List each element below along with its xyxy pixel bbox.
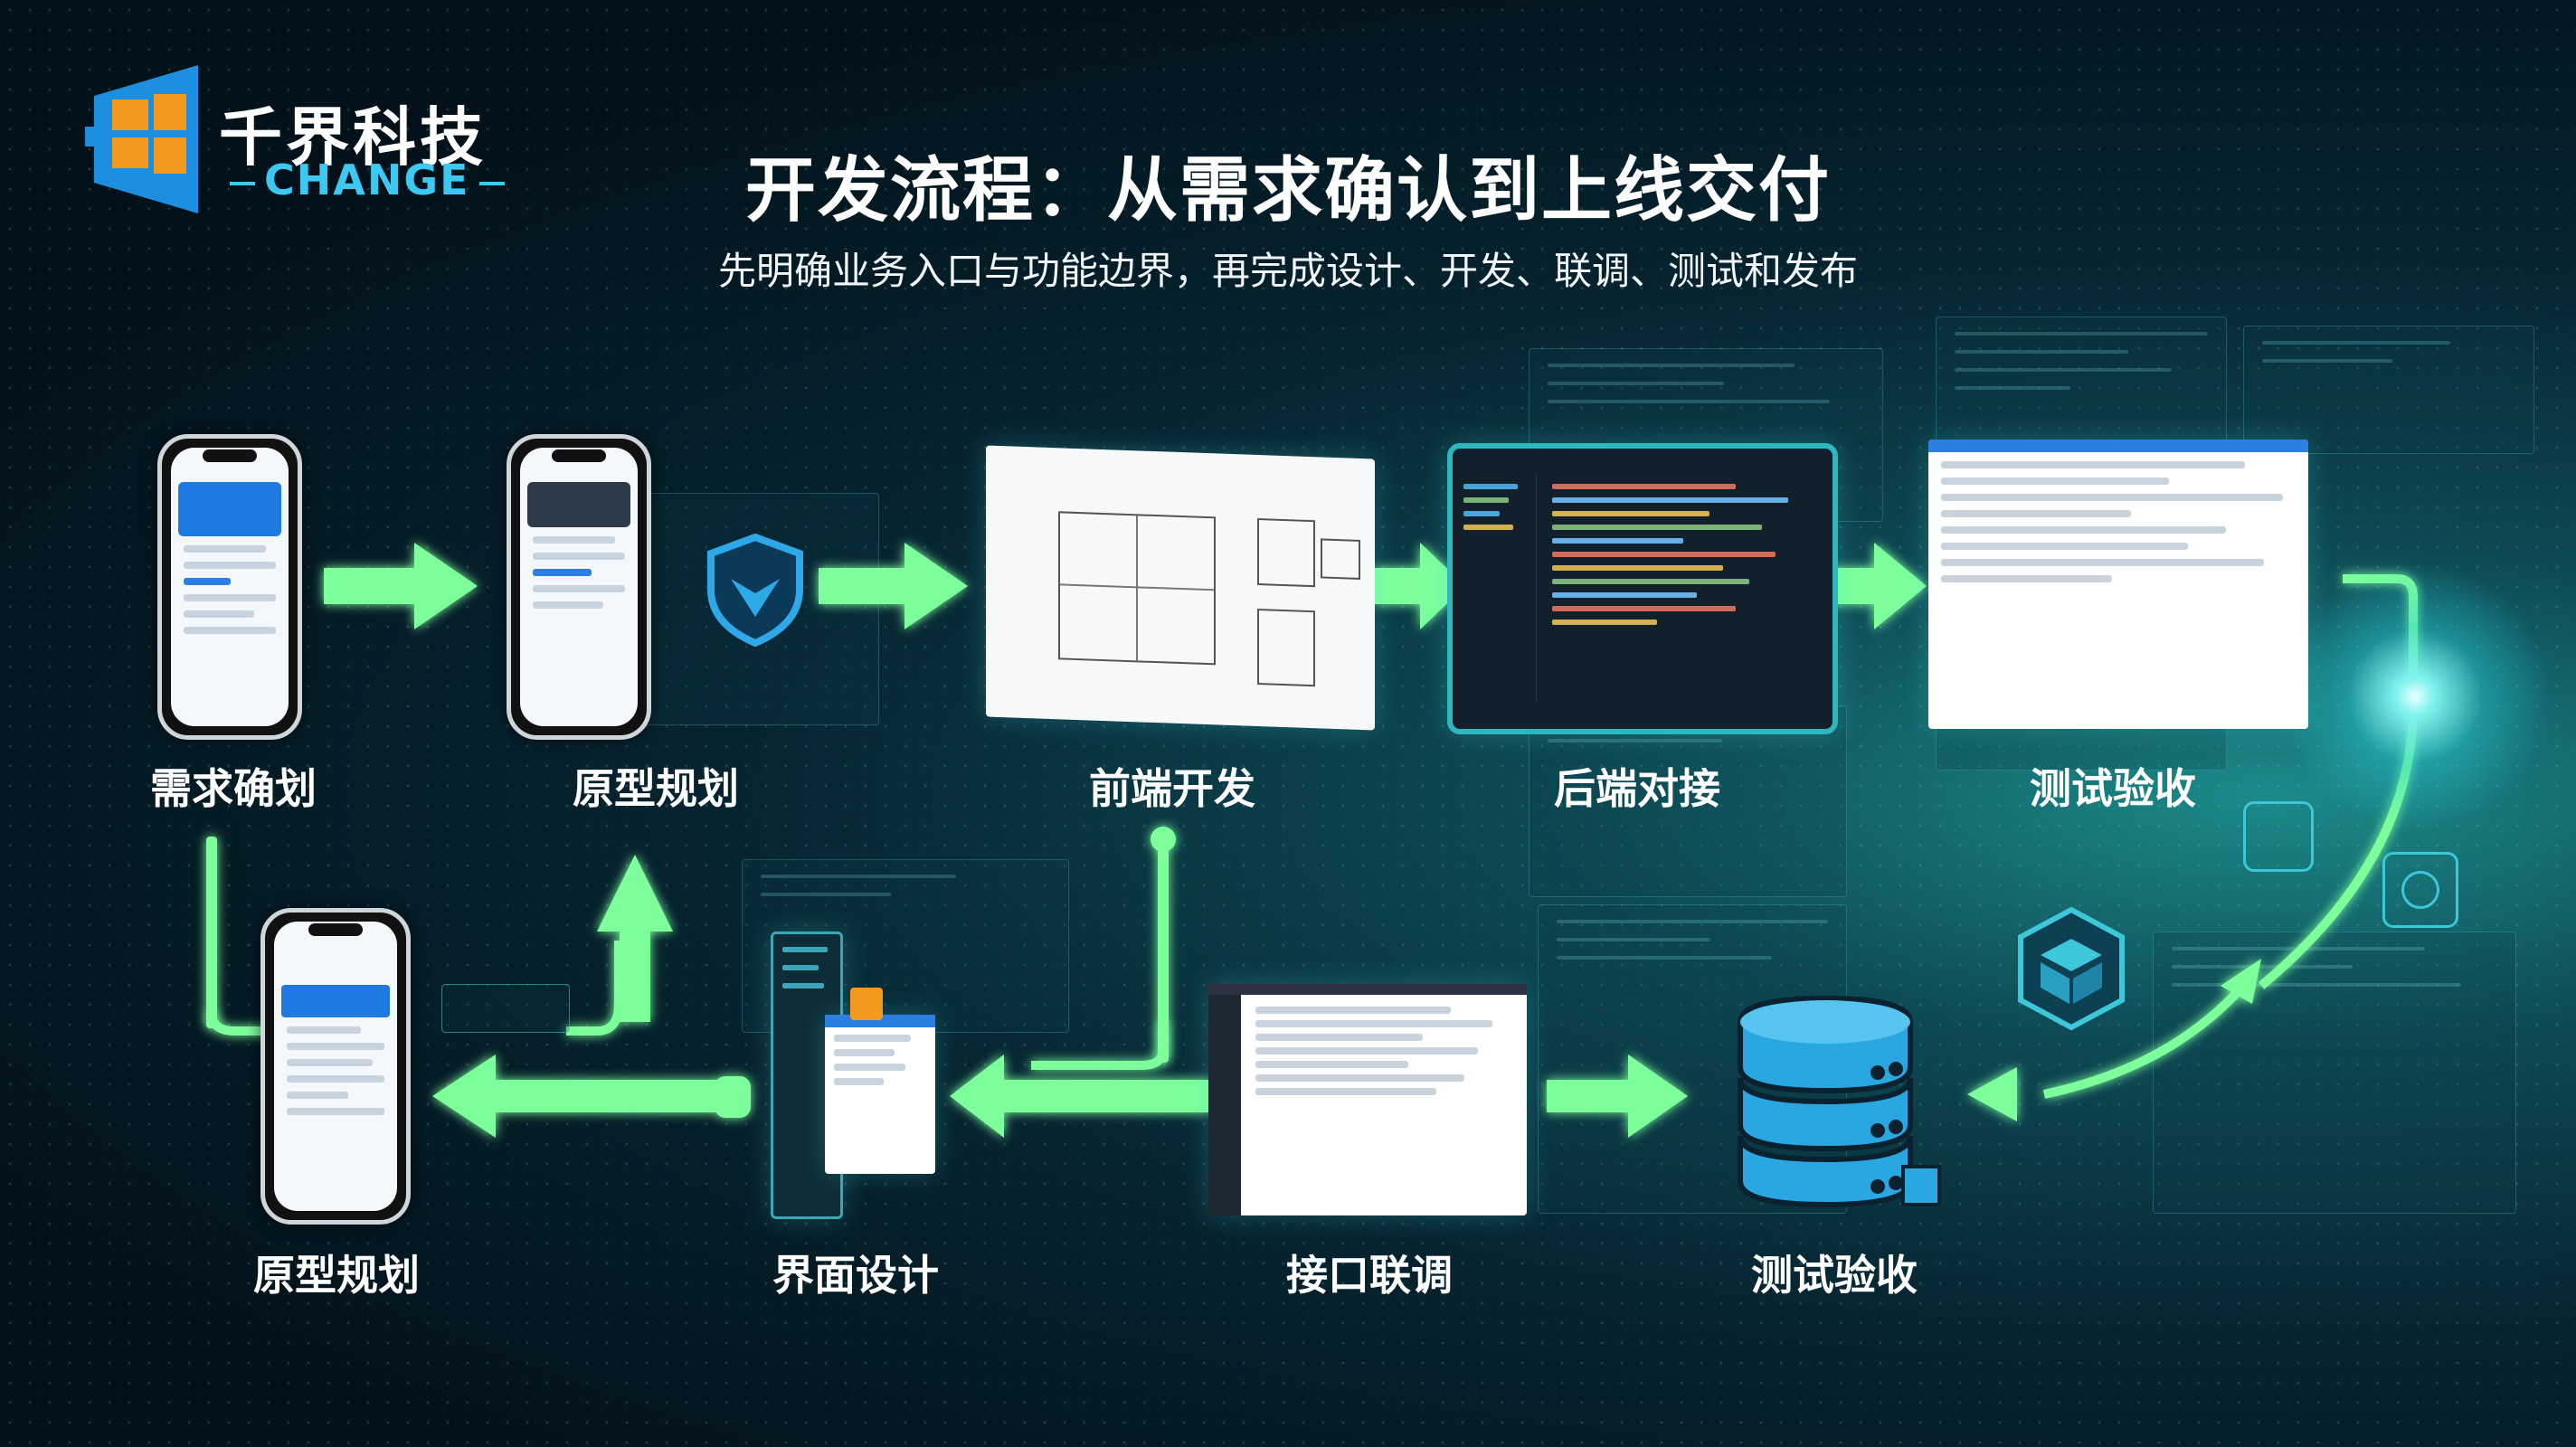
arrow-right-1	[324, 543, 478, 629]
glow-burst	[2279, 561, 2551, 832]
step-label-prototype-bottom: 原型规划	[253, 1251, 420, 1300]
wireframe-box	[1058, 511, 1216, 666]
page-subtitle: 先明确业务入口与功能边界，再完成设计、开发、联调、测试和发布	[717, 249, 1858, 293]
step-label-prototype: 原型规划	[573, 764, 739, 813]
arrow-right-3	[1375, 543, 1465, 629]
connector-path-2	[1031, 1022, 1168, 1070]
wireframe-box	[1321, 538, 1360, 580]
phone-mockup-requirements	[157, 434, 302, 740]
shield-icon	[707, 534, 803, 647]
connector-mid	[1158, 837, 1169, 1063]
design-form-panel	[825, 1015, 935, 1174]
arrow-left-2	[950, 1055, 1212, 1138]
test-report-window	[1928, 440, 2308, 729]
arrow-left-1	[432, 1055, 724, 1138]
connector-path-1	[207, 1012, 268, 1036]
step-label-requirements: 需求确划	[150, 764, 317, 813]
brand-tagline: CHANGE	[221, 156, 514, 204]
api-debug-window	[1208, 984, 1527, 1215]
step-label-frontend: 前端开发	[1089, 764, 1255, 813]
cart-icon	[2243, 801, 2314, 872]
database-icon	[1738, 995, 1941, 1208]
ghost-code-panel	[1529, 705, 1847, 897]
backend-code-editor	[1447, 443, 1838, 734]
cube-icon	[2018, 906, 2125, 1031]
step-label-backend: 后端对接	[1554, 764, 1720, 813]
logo-icon	[85, 65, 198, 213]
wireframe-box	[1257, 608, 1315, 687]
design-swatch	[850, 988, 883, 1020]
target-icon	[2382, 852, 2458, 928]
caption-tag	[441, 984, 570, 1033]
phone-mockup-prototype	[507, 434, 651, 740]
brand-name: 千界科技	[219, 100, 487, 175]
frontend-wireframe	[986, 445, 1375, 731]
connector-left	[206, 837, 217, 1028]
connector-path-4	[2042, 982, 2247, 1099]
step-label-testing: 测试验收	[2030, 764, 2196, 813]
arrow-right-4	[1829, 543, 1927, 629]
phone-mockup-prototype-bottom	[260, 908, 411, 1225]
arrow-right-2	[819, 543, 968, 629]
ghost-code-panel	[2243, 326, 2534, 454]
arrow-right-5	[1547, 1055, 1688, 1138]
connector-path-5	[566, 941, 623, 1036]
arrow-up-1	[597, 855, 673, 1022]
step-label-ui-design: 界面设计	[772, 1251, 939, 1300]
step-label-api-integration: 接口联调	[1286, 1251, 1453, 1300]
page-title: 开发流程：从需求确认到上线交付	[744, 150, 1831, 232]
step-label-testing-bottom: 测试验收	[1751, 1251, 1918, 1300]
wireframe-box	[1257, 517, 1315, 588]
